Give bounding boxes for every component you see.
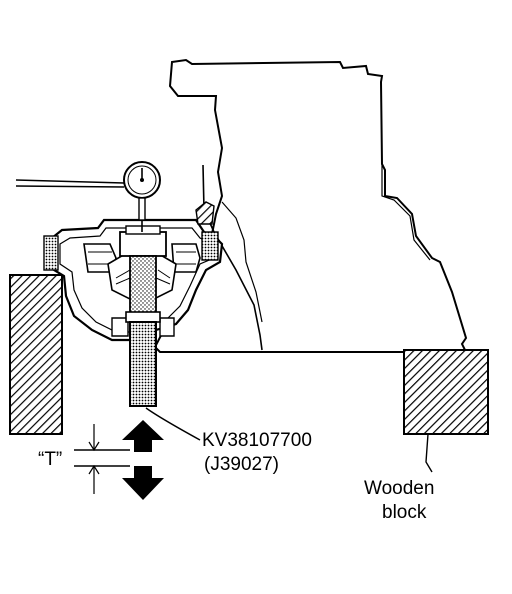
- wooden-block-label-line1: Wooden: [364, 478, 434, 499]
- arrow-up-icon: [122, 420, 164, 452]
- tool-leader-line: [145, 407, 201, 441]
- dimension-t-label: “T”: [38, 449, 62, 470]
- dimension-t-marker: [74, 424, 130, 494]
- left-support-block: [9, 274, 63, 435]
- arrow-down-icon: [122, 466, 164, 500]
- tool-alt-number-label: (J39027): [204, 454, 279, 475]
- wooden-block: [403, 349, 489, 435]
- wooden-block-label-line2: block: [382, 502, 427, 523]
- dial-gauge-icon: [15, 161, 161, 232]
- block-leader-line: [425, 433, 433, 473]
- special-tool: [125, 255, 161, 407]
- tool-number-label: KV38107700: [202, 430, 312, 451]
